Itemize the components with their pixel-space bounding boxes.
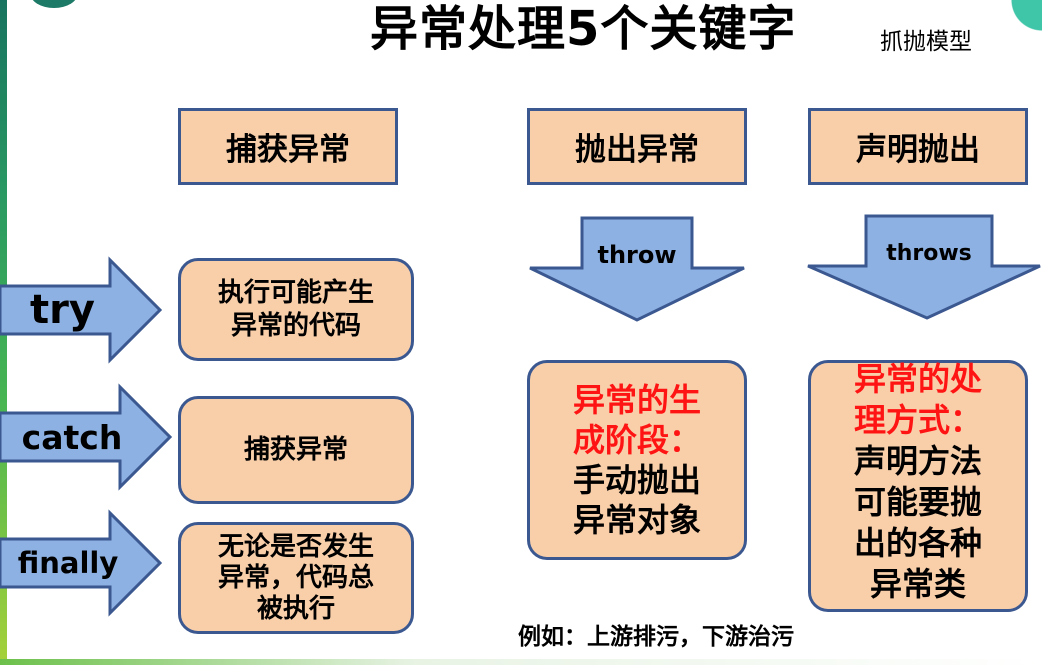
header-throw-exception: 抛出异常: [527, 108, 747, 185]
try-description-box: 执行可能产生 异常的代码: [178, 258, 414, 361]
header-catch-exception: 捕获异常: [178, 108, 398, 185]
throw-description-line: 异常对象: [572, 501, 701, 539]
throws-description-box: 异常的处 理方式： 声明方法 可能要抛 出的各种 异常类: [808, 360, 1028, 612]
try-arrow: [0, 256, 163, 364]
throw-description-box: 异常的生 成阶段： 手动抛出 异常对象: [527, 360, 747, 560]
throws-arrow: [807, 214, 1041, 320]
try-description-line: 异常的代码: [230, 310, 361, 341]
throws-description-line: 声明方法: [853, 442, 982, 480]
finally-description-line: 无论是否发生: [217, 531, 374, 562]
throws-handling-heading: 理方式：: [853, 401, 982, 439]
slide-subtitle: 抓抛模型: [880, 29, 972, 55]
throw-arrow: [529, 216, 745, 322]
slide-title: 异常处理5个关键字: [370, 1, 797, 57]
finally-description-line: 异常，代码总: [217, 562, 374, 593]
throw-description-line: 手动抛出: [572, 461, 701, 499]
throws-description-line: 出的各种: [853, 524, 982, 562]
header-declare-throw: 声明抛出: [808, 108, 1028, 185]
catch-keyword: catch: [21, 417, 123, 457]
try-description-line: 执行可能产生: [217, 277, 374, 308]
try-keyword: try: [30, 287, 95, 333]
throw-stage-heading: 异常的生: [572, 381, 701, 419]
throws-description-line: 异常类: [869, 565, 966, 603]
catch-description-text: 捕获异常: [243, 434, 348, 465]
catch-description-box: 捕获异常: [178, 396, 414, 504]
throws-handling-heading: 异常的处: [853, 360, 982, 398]
throws-keyword: throws: [886, 240, 972, 266]
bottom-band-decoration: [0, 659, 1042, 665]
finally-description-box: 无论是否发生 异常，代码总 被执行: [178, 522, 414, 634]
throw-keyword: throw: [597, 241, 677, 269]
example-caption: 例如：上游排污，下游治污: [518, 624, 794, 650]
throws-description-line: 可能要抛: [853, 483, 982, 521]
finally-keyword: finally: [17, 546, 119, 580]
catch-arrow: [0, 383, 173, 491]
finally-description-line: 被执行: [256, 593, 335, 624]
corner-decoration: [30, 0, 78, 8]
right-corner-decoration: [982, 0, 1042, 40]
throw-stage-heading: 成阶段：: [572, 421, 701, 459]
finally-arrow: [0, 509, 163, 617]
